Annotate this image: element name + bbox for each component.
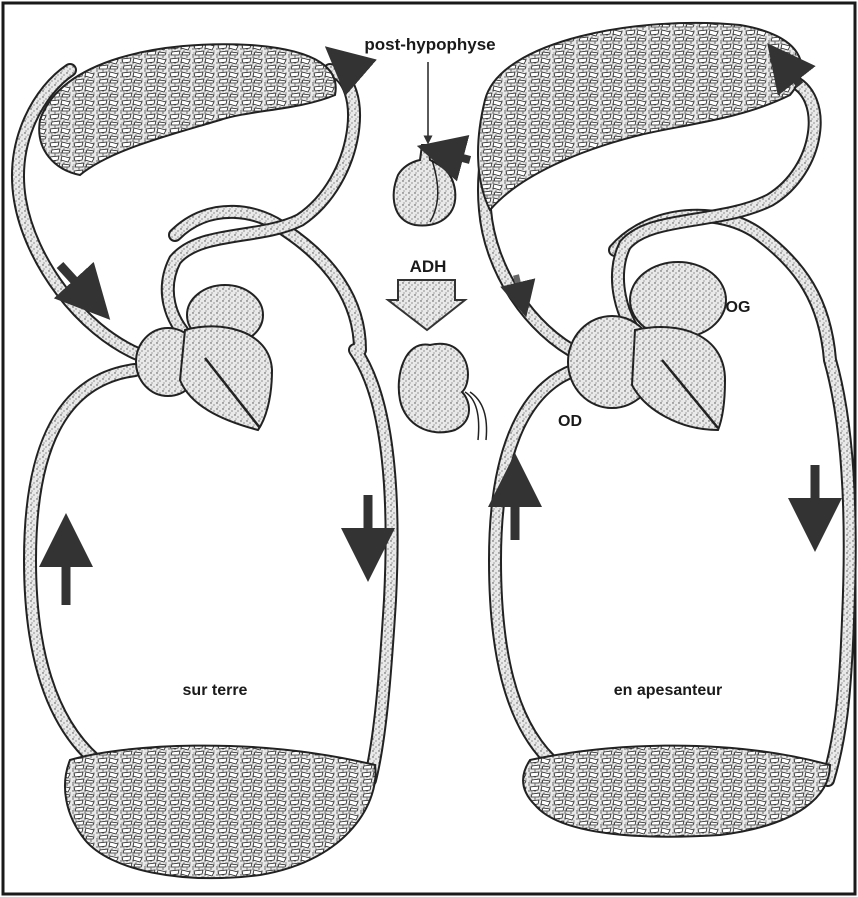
- label-sur-terre: sur terre: [183, 682, 248, 699]
- right-system: [478, 23, 850, 837]
- right-top-capillary-bed: [478, 23, 802, 210]
- right-bottom-capillary-bed: [523, 746, 830, 837]
- center-hormone-panel: [388, 62, 487, 440]
- left-bottom-capillary-bed: [65, 746, 376, 879]
- kidney: [399, 344, 487, 440]
- label-og: OG: [726, 299, 751, 316]
- adh-arrow: [388, 280, 465, 330]
- left-heart: [136, 285, 272, 430]
- right-heart: [568, 262, 726, 430]
- label-od: OD: [558, 413, 582, 430]
- left-system: [18, 44, 392, 878]
- left-top-capillary-bed: [39, 44, 335, 175]
- label-en-apesanteur: en apesanteur: [614, 682, 722, 699]
- center-arrow-to-right: [440, 152, 470, 160]
- label-adh: ADH: [410, 257, 447, 276]
- label-post-hypophyse: post-hypophyse: [364, 35, 495, 54]
